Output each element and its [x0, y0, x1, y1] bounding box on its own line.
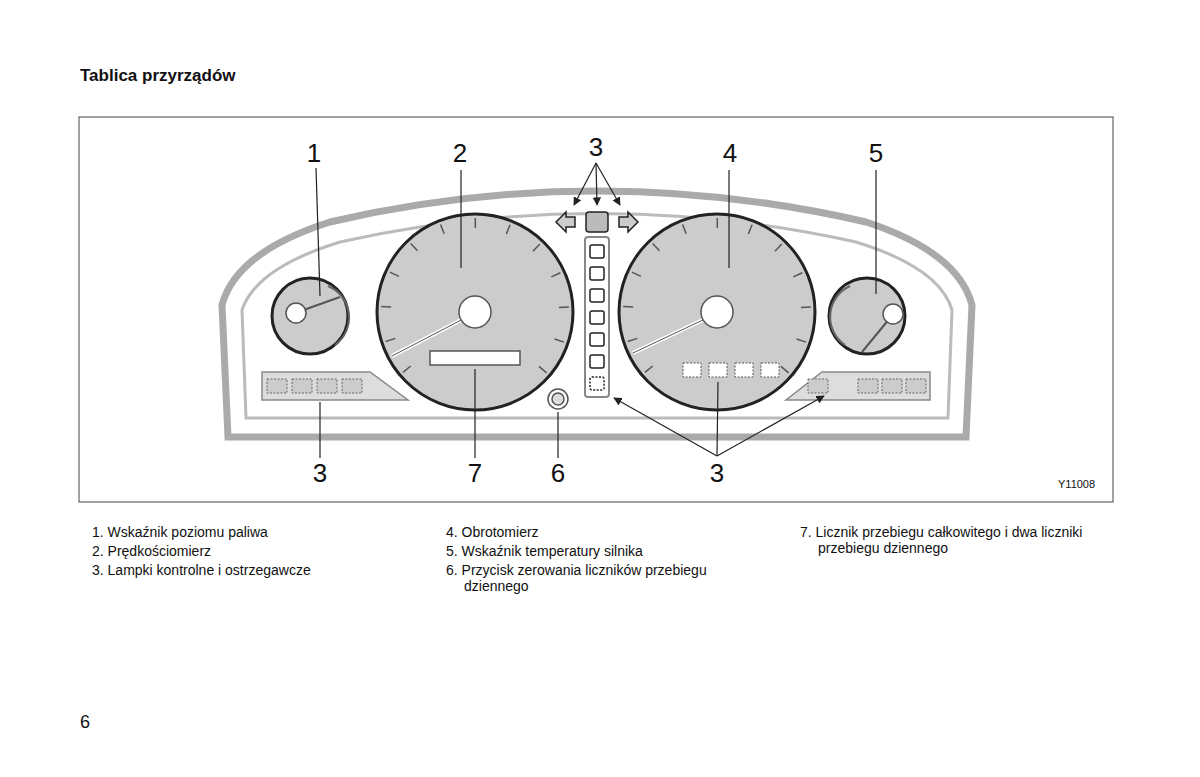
legend-item: 7. Licznik przebiegu całkowitego i dwa l…	[800, 524, 1118, 556]
warning-panel	[262, 372, 408, 400]
callout-number: 5	[867, 140, 885, 166]
temperature-gauge	[829, 278, 905, 354]
dash-inner	[242, 214, 952, 419]
turn-signal	[556, 212, 575, 232]
page-number: 6	[80, 712, 90, 733]
callout-number: 1	[305, 140, 323, 166]
indicator-column	[585, 237, 609, 397]
legend-item: 5. Wskaźnik temperatury silnika	[446, 543, 764, 559]
callout-number: 4	[721, 140, 739, 166]
dash-outline	[222, 191, 972, 437]
legend-item: 2. Prędkościomierz	[92, 543, 410, 559]
warning-panel	[786, 372, 930, 400]
tachometer	[619, 214, 815, 410]
legend-item: 6. Przycisk zerowania liczników przebieg…	[446, 562, 764, 594]
legend-item: 1. Wskaźnik poziomu paliwa	[92, 524, 410, 540]
reset-button	[548, 389, 568, 409]
callout-number: 3	[587, 134, 605, 160]
callout-number: 6	[549, 460, 567, 486]
leader-lines	[316, 163, 876, 458]
callout-number: 3	[311, 460, 329, 486]
page-title: Tablica przyrządów	[80, 66, 236, 86]
callout-number: 7	[466, 460, 484, 486]
turn-signal	[619, 212, 638, 232]
frame	[79, 117, 1113, 502]
callout-number: 3	[708, 460, 726, 486]
callout-number: 2	[451, 140, 469, 166]
figure-code: Y11008	[1058, 478, 1095, 490]
legend-item: 4. Obrotomierz	[446, 524, 764, 540]
legend-item: 3. Lampki kontrolne i ostrzegawcze	[92, 562, 410, 578]
